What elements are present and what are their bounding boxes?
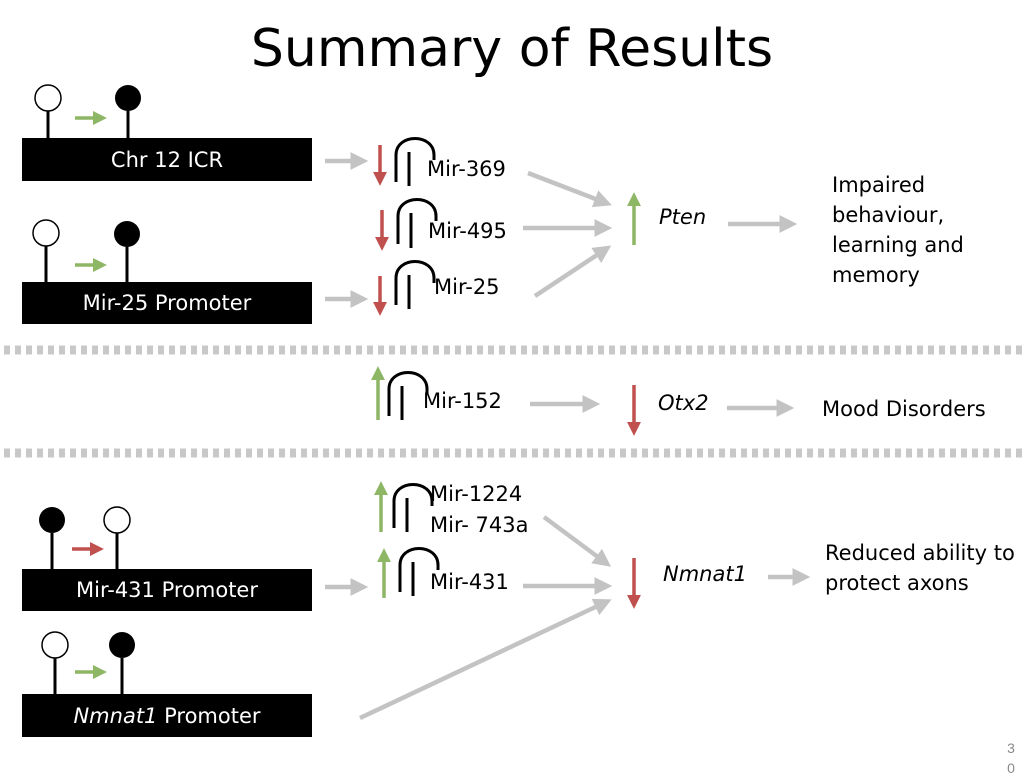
flow-arrow [359, 598, 612, 721]
flow-arrow [533, 245, 612, 298]
slide-number: 30 [1007, 740, 1015, 776]
chr12-icr-box: Chr 12 ICR [22, 138, 312, 181]
mir431-promoter-box: Mir-431 Promoter [22, 569, 312, 611]
outcome-label: Impaired behaviour, learning and memory [832, 173, 964, 287]
outcome-label: Reduced ability to protect axons [825, 541, 1015, 595]
hairpin-icon [394, 260, 436, 309]
mirna-label: Mir-1224 [430, 482, 523, 506]
methylation-lollipops [34, 84, 141, 138]
filled-lollipop-icon [109, 632, 135, 658]
methylation-lollipops [32, 219, 140, 282]
open-lollipop-icon [34, 84, 62, 112]
open-lollipop-icon [103, 506, 131, 534]
flow-arrow [527, 170, 612, 208]
methylation-lollipops [39, 506, 131, 569]
methylation-lollipops [41, 631, 135, 694]
box-label: Mir-431 Promoter [76, 578, 258, 602]
open-lollipop-icon [41, 631, 69, 659]
target-gene-label: Pten [659, 205, 707, 229]
hairpin-icon [394, 137, 436, 186]
nmnat1-promoter-box: Nmnat1 Promoter [22, 694, 312, 737]
mirna-label: Mir-431 [430, 570, 509, 594]
outcome-label: Mood Disorders [822, 397, 986, 421]
mirna-label: Mir-25 [434, 275, 500, 299]
filled-lollipop-icon [114, 221, 140, 247]
hairpin-icon [398, 547, 440, 596]
box-label-italic: Nmnat1 [73, 703, 158, 728]
hairpin-icon [387, 371, 429, 420]
flow-arrows [325, 152, 811, 721]
filled-lollipop-icon [115, 85, 141, 111]
filled-lollipop-icon [39, 507, 65, 533]
hairpin-icon [396, 198, 438, 248]
mirna-label: Mir-495 [428, 219, 507, 243]
mir25-promoter-box: Mir-25 Promoter [22, 282, 312, 324]
box-label: Chr 12 ICR [110, 147, 224, 172]
hairpin-icon [392, 483, 434, 532]
flow-arrow [542, 515, 612, 567]
box-label: Mir-25 Promoter [82, 291, 252, 315]
target-gene-label: Nmnat1 [663, 562, 747, 586]
target-gene-label: Otx2 [658, 391, 709, 415]
slide-title: Summary of Results [250, 19, 774, 79]
open-lollipop-icon [32, 219, 60, 247]
box-label-rest: Promoter [157, 703, 261, 728]
mirna-label: Mir-152 [423, 389, 502, 413]
box-label: Nmnat1 Promoter [73, 704, 260, 728]
mirna-label: Mir-369 [427, 157, 506, 181]
mirna-label: Mir- 743a [430, 513, 529, 537]
